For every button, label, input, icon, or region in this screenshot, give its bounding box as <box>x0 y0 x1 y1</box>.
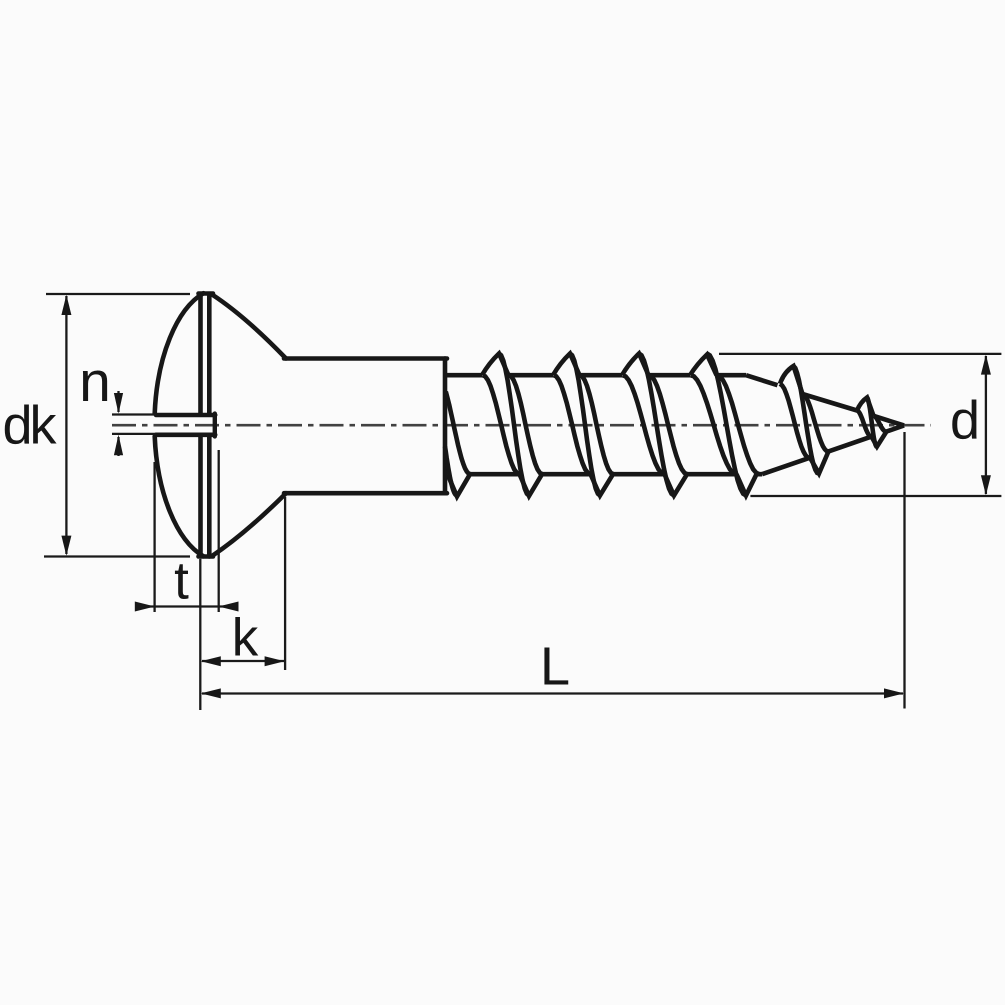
svg-text:d: d <box>950 391 980 451</box>
svg-text:n: n <box>79 350 111 414</box>
svg-text:L: L <box>540 637 570 697</box>
svg-text:t: t <box>174 552 189 611</box>
svg-text:k: k <box>232 609 259 668</box>
svg-text:dk: dk <box>3 396 58 456</box>
